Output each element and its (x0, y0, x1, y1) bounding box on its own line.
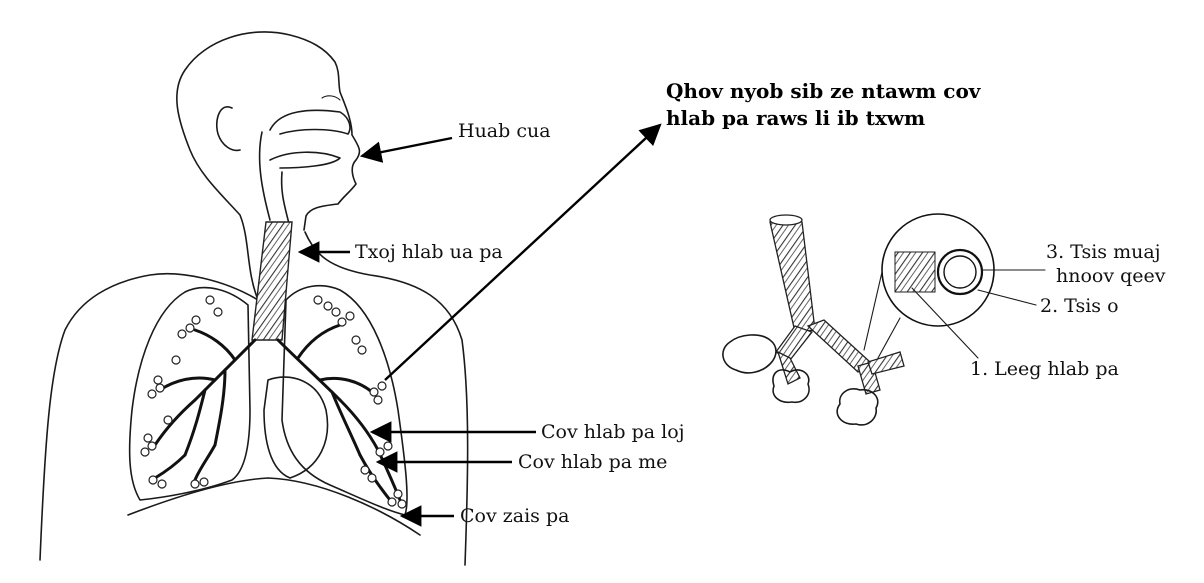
title-line-2: hlab pa raws li ib txwm (666, 106, 925, 130)
alveoli-clusters (140, 295, 407, 509)
label-muscle: 1. Leeg hlab pa (970, 358, 1119, 380)
trachea (251, 221, 293, 341)
shoulder-right (304, 231, 469, 566)
right-bronchial-tree (276, 323, 402, 502)
leader-lines (297, 123, 1046, 527)
title-block: Qhov nyob sib ze ntawm cov hlab pa raws … (666, 79, 982, 130)
head-outline (176, 31, 361, 301)
inset-bronchi (722, 213, 995, 426)
alveolar-sac-1 (722, 334, 777, 374)
label-mucus-line-2: hnoov qeev (1056, 265, 1166, 287)
oral-cavity (269, 151, 341, 169)
label-trachea: Txoj hlab ua pa (355, 241, 503, 263)
label-bronchi: Cov hlab pa loj (541, 421, 685, 443)
right-lung-outline (281, 284, 408, 516)
alveolar-sac-3 (836, 388, 879, 426)
left-lung-outline (128, 286, 251, 501)
body-figure (39, 31, 469, 566)
left-bronchial-tree (153, 328, 257, 482)
magnifier-line-a (863, 271, 883, 351)
lungs (127, 284, 421, 536)
title-line-1: Qhov nyob sib ze ntawm cov (666, 79, 982, 103)
label-nose-mouth: Huab cua (458, 120, 551, 142)
magnifier-line-b (877, 317, 901, 359)
nasal-cavity (269, 109, 351, 135)
label-lumen: 2. Tsis o (1040, 295, 1119, 317)
label-mucus-line-1: 3. Tsis muaj (1046, 241, 1161, 263)
pharynx (258, 131, 291, 229)
arrow-nose (359, 136, 453, 163)
label-alveoli: Cov zais pa (460, 505, 569, 527)
diaphragm (127, 477, 421, 536)
shoulder-left (39, 272, 259, 561)
leader-muscle (911, 287, 979, 359)
label-bronchioles: Cov hlab pa me (518, 451, 667, 473)
heart-region (263, 376, 329, 479)
ear (216, 106, 241, 152)
arrow-title (384, 123, 662, 381)
airway-lumen (943, 255, 977, 289)
eye (321, 95, 341, 101)
alveolar-sac-2 (772, 369, 810, 404)
leader-lumen (977, 289, 1037, 306)
